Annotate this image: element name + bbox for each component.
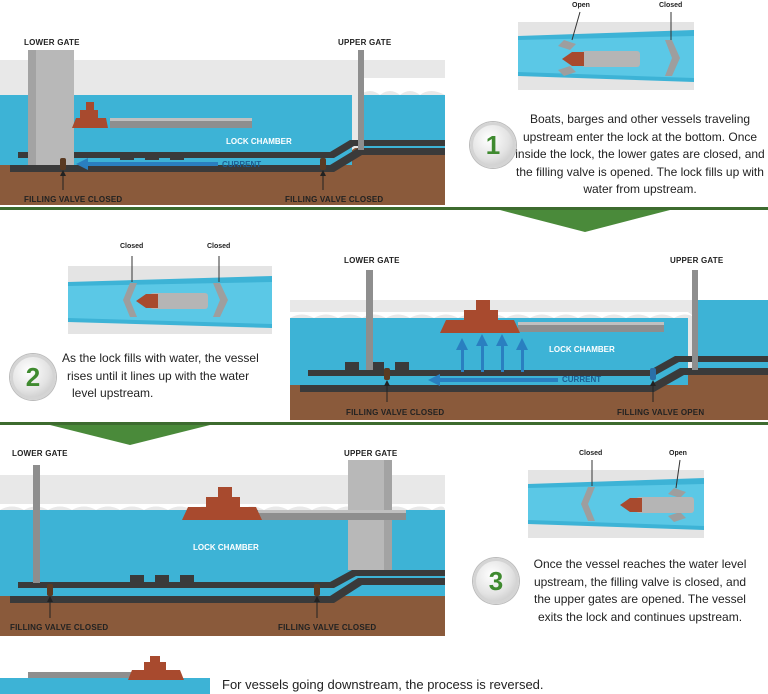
step-3-right-valve-label: FILLING VALVE CLOSED: [278, 623, 377, 632]
step-2-number-badge: 2: [10, 354, 56, 400]
step-3-left-valve-label: FILLING VALVE CLOSED: [10, 623, 109, 632]
step-3-upper-gate-label: UPPER GATE: [344, 449, 398, 458]
step-3-inset-left-label: Closed: [579, 450, 603, 457]
step-2-upper-gate-label: UPPER GATE: [670, 256, 724, 265]
step-1-number-badge: 1: [470, 122, 516, 168]
step-3-chamber-label: LOCK CHAMBER: [193, 543, 259, 552]
step-3-description: Once the vessel reaches the water level …: [533, 557, 747, 624]
step-2-left-valve-label: FILLING VALVE CLOSED: [346, 408, 445, 417]
step-2-description: As the lock fills with water, the vessel…: [62, 351, 259, 400]
footer-note: For vessels going downstream, the proces…: [222, 677, 544, 692]
step-1-left-valve-label: FILLING VALVE CLOSED: [24, 195, 123, 204]
step-2-current-label: CURRENT: [562, 375, 602, 384]
step-1-inset-left-label: Open: [572, 2, 590, 9]
step-1-description: Boats, barges and other vessels travelin…: [515, 112, 765, 196]
step-1-chamber-label: LOCK CHAMBER: [226, 137, 292, 146]
step-2-lower-gate-label: LOWER GATE: [344, 256, 400, 265]
step-2-inset-right-label: Closed: [207, 243, 231, 250]
step-1-current-label: CURRENT: [222, 160, 262, 169]
step-1-lower-gate-label: LOWER GATE: [24, 38, 80, 47]
step-1-inset-right-label: Closed: [659, 2, 683, 9]
step-3-lower-gate-label: LOWER GATE: [12, 449, 68, 458]
step-2-inset-left-label: Closed: [120, 243, 144, 250]
step-3-number-badge: 3: [473, 558, 519, 604]
step-2-right-valve-label: FILLING VALVE OPEN: [617, 408, 705, 417]
step-1-upper-gate-label: UPPER GATE: [338, 38, 392, 47]
step-1-right-valve-label: FILLING VALVE CLOSED: [285, 195, 384, 204]
step-3-inset-right-label: Open: [669, 450, 687, 457]
step-2-chamber-label: LOCK CHAMBER: [549, 345, 615, 354]
